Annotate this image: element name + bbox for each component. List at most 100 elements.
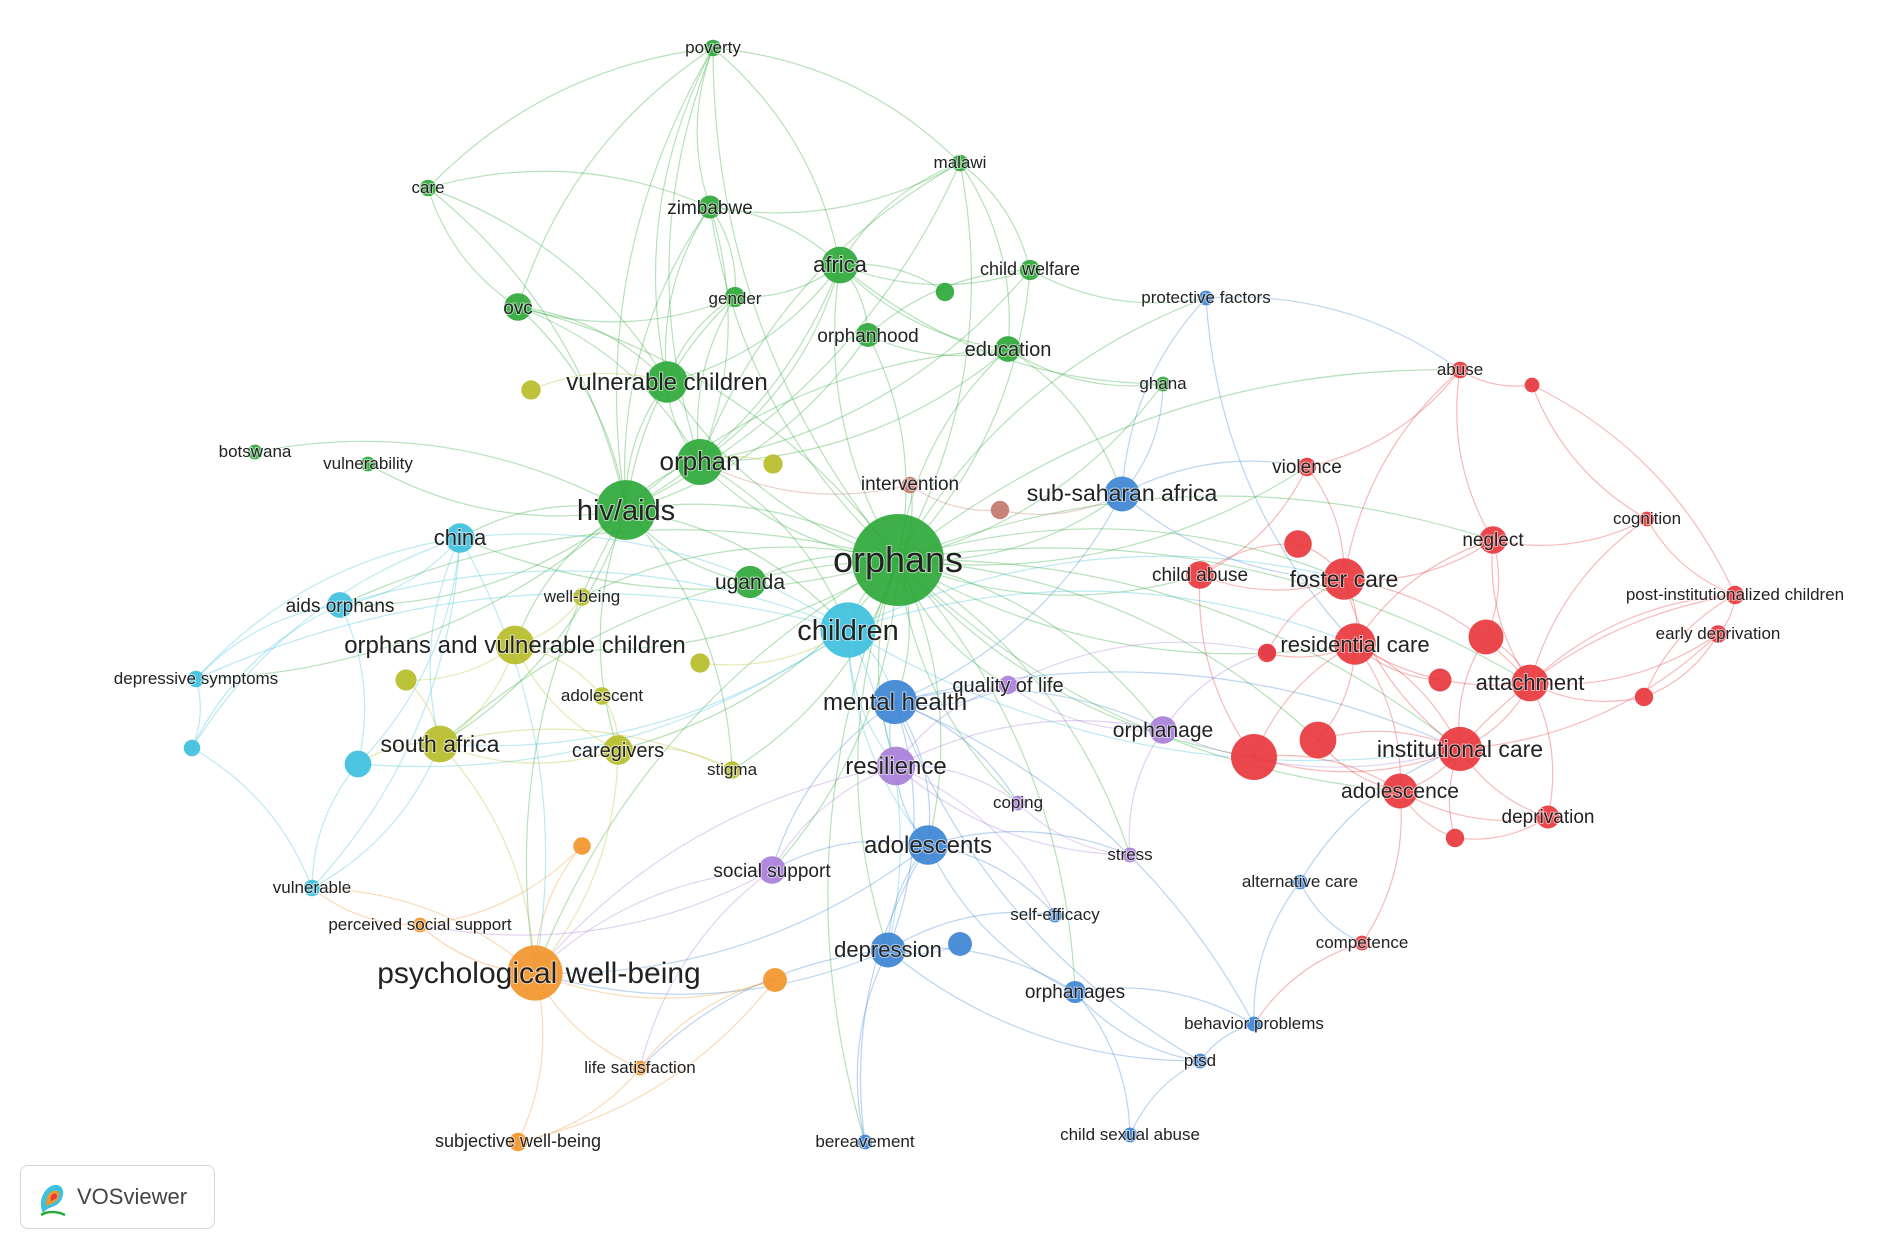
node-child_sexual_abuse[interactable]	[1122, 1127, 1138, 1143]
node-institutional_care[interactable]	[1437, 726, 1483, 772]
vosviewer-badge[interactable]: VOSviewer	[20, 1165, 215, 1229]
node-orphans_vc[interactable]	[495, 625, 535, 665]
node-deprivation[interactable]	[1536, 805, 1560, 829]
node-social_support[interactable]	[758, 856, 786, 884]
edge-hivaids-zimbabwe	[623, 206, 711, 511]
node-child_welfare[interactable]	[1019, 259, 1041, 281]
node-ghana[interactable]	[1155, 376, 1171, 392]
edge-children-institutional_care	[847, 629, 1461, 762]
node-life_satisfaction[interactable]	[632, 1060, 648, 1076]
node-orange_a[interactable]	[763, 968, 787, 992]
node-abuse[interactable]	[1451, 361, 1469, 379]
node-quality_of_life[interactable]	[998, 675, 1018, 695]
node-aids_orphans[interactable]	[327, 592, 353, 618]
node-yellow_b[interactable]	[763, 454, 783, 474]
node-violence[interactable]	[1297, 457, 1317, 477]
node-vulnerability[interactable]	[360, 456, 376, 472]
node-behavior_problems[interactable]	[1246, 1016, 1262, 1032]
edge-orphan-ovc	[517, 306, 701, 463]
node-zimbabwe[interactable]	[698, 195, 722, 219]
node-psych_wb[interactable]	[507, 945, 563, 1001]
node-residential_care[interactable]	[1334, 623, 1376, 665]
node-orphans[interactable]	[852, 514, 944, 606]
node-coping[interactable]	[1010, 795, 1026, 811]
node-orphanages[interactable]	[1063, 980, 1087, 1004]
node-orphanhood[interactable]	[856, 323, 880, 347]
node-competence[interactable]	[1354, 935, 1370, 951]
node-blue_a[interactable]	[948, 932, 972, 956]
node-children[interactable]	[820, 602, 876, 658]
node-mental_health[interactable]	[872, 679, 918, 725]
node-red_e[interactable]	[1428, 668, 1452, 692]
node-uganda[interactable]	[733, 565, 767, 599]
node-red_h[interactable]	[1524, 377, 1540, 393]
node-gender[interactable]	[724, 286, 746, 308]
node-cognition[interactable]	[1639, 511, 1655, 527]
node-stress[interactable]	[1122, 847, 1138, 863]
node-poverty[interactable]	[704, 39, 722, 57]
node-africa[interactable]	[821, 246, 859, 284]
node-education[interactable]	[995, 336, 1021, 362]
node-alternative_care[interactable]	[1292, 874, 1308, 890]
node-perceived_ss[interactable]	[412, 917, 428, 933]
node-child_abuse[interactable]	[1186, 561, 1214, 589]
node-yellow_d[interactable]	[690, 653, 710, 673]
node-orphan[interactable]	[677, 439, 723, 485]
node-intervention[interactable]	[901, 476, 919, 494]
node-yellow_a[interactable]	[395, 669, 417, 691]
node-red_f[interactable]	[1445, 828, 1465, 848]
node-brown_a[interactable]	[990, 500, 1010, 520]
node-foster_care[interactable]	[1323, 558, 1365, 600]
node-label-ghana: ghana	[1139, 374, 1187, 393]
node-bereavement[interactable]	[857, 1134, 873, 1150]
edge-orphan-education	[699, 348, 1009, 463]
node-stigma[interactable]	[723, 761, 741, 779]
node-cyan_a[interactable]	[344, 750, 372, 778]
node-ovc[interactable]	[504, 293, 532, 321]
node-malawi[interactable]	[951, 154, 969, 172]
edge-orphans-depression	[857, 559, 899, 951]
edge-hivaids-stigma	[625, 509, 733, 771]
node-care[interactable]	[419, 179, 437, 197]
node-hivaids[interactable]	[596, 480, 656, 540]
node-early_deprivation[interactable]	[1709, 625, 1727, 643]
node-red_c[interactable]	[1468, 619, 1504, 655]
node-red_d[interactable]	[1284, 530, 1312, 558]
node-adolescence[interactable]	[1382, 773, 1418, 809]
node-sub_saharan_africa[interactable]	[1104, 476, 1140, 512]
node-adolescents[interactable]	[908, 825, 948, 865]
node-subjective_wb[interactable]	[508, 1132, 528, 1152]
node-depression[interactable]	[870, 932, 906, 968]
node-vulnerable_children[interactable]	[646, 361, 688, 403]
node-caregivers[interactable]	[603, 735, 633, 765]
node-post_inst[interactable]	[1725, 585, 1745, 605]
node-china[interactable]	[445, 523, 475, 553]
node-vulnerable[interactable]	[303, 879, 321, 897]
node-red_b[interactable]	[1299, 721, 1337, 759]
node-red_i[interactable]	[1257, 643, 1277, 663]
edge-orphans-institutional_care	[897, 559, 1461, 750]
node-attachment[interactable]	[1511, 664, 1549, 702]
node-green_unlabeled[interactable]	[935, 282, 955, 302]
edge-malawi-education	[959, 162, 1010, 350]
node-resilience[interactable]	[876, 746, 916, 786]
node-cyan_b[interactable]	[183, 739, 201, 757]
node-south_africa[interactable]	[421, 725, 459, 763]
node-well_being[interactable]	[573, 588, 591, 606]
node-neglect[interactable]	[1479, 526, 1507, 554]
node-depressive_symptoms[interactable]	[187, 670, 205, 688]
edge-subjective_wb-life_satisfaction	[517, 1067, 641, 1143]
node-red_a[interactable]	[1231, 734, 1277, 780]
node-protective_factors[interactable]	[1198, 290, 1214, 306]
node-orphanage[interactable]	[1149, 716, 1177, 744]
node-self_efficacy[interactable]	[1047, 907, 1063, 923]
node-orange_b[interactable]	[573, 837, 591, 855]
node-botswana[interactable]	[247, 444, 263, 460]
node-yellow_c[interactable]	[521, 380, 541, 400]
node-label-adolescence: adolescence	[1341, 780, 1459, 803]
node-ptsd[interactable]	[1192, 1053, 1208, 1069]
node-red_g[interactable]	[1634, 687, 1654, 707]
node-adolescent[interactable]	[593, 687, 611, 705]
